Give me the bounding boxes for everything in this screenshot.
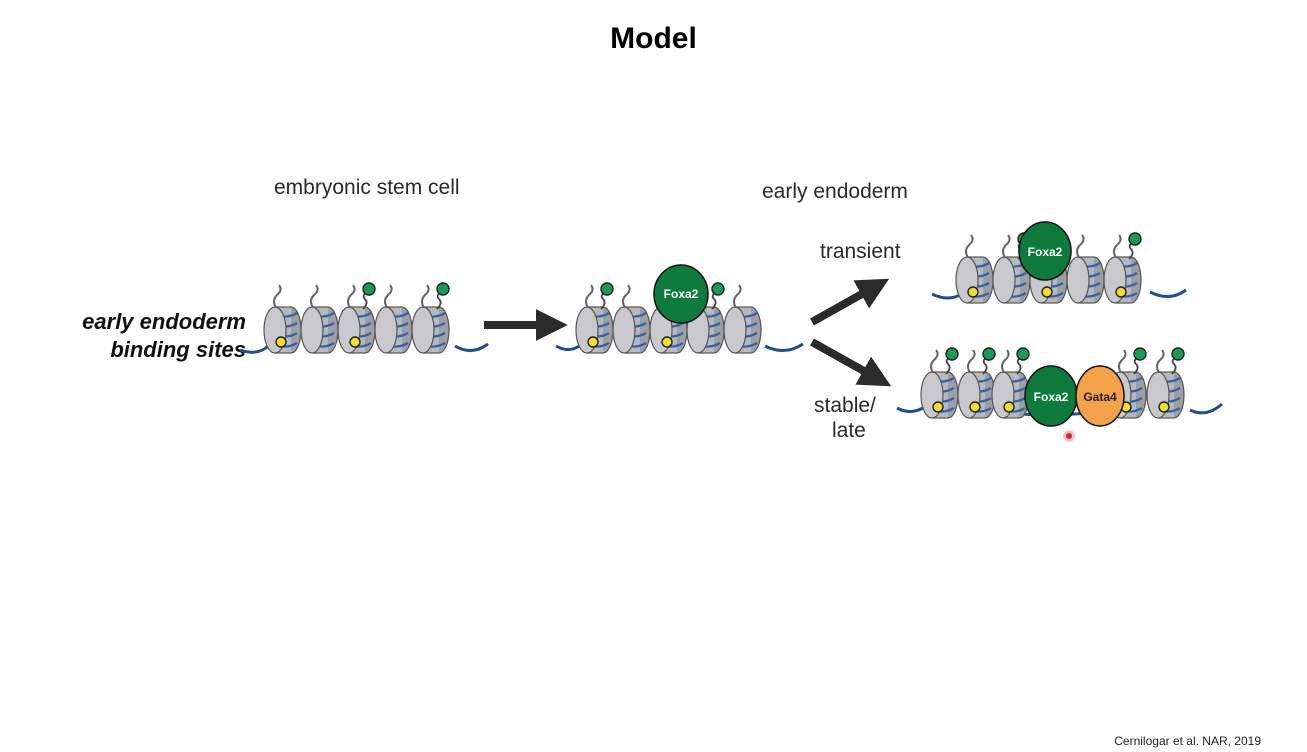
yellow-mark bbox=[1115, 286, 1127, 298]
page-title: Model bbox=[610, 22, 697, 55]
nucleosome bbox=[1066, 234, 1105, 304]
foxa2-protein-stable: Foxa2 bbox=[1024, 365, 1078, 427]
yellow-mark bbox=[969, 401, 981, 413]
foxa2-label-endoderm: Foxa2 bbox=[664, 287, 699, 301]
nucleosome bbox=[612, 284, 651, 354]
nucleosome bbox=[723, 284, 762, 354]
dna-strand bbox=[239, 342, 489, 354]
stage-label-endoderm: early endoderm bbox=[762, 180, 908, 203]
nucleosome bbox=[991, 347, 1030, 419]
yellow-mark bbox=[275, 336, 287, 348]
nucleosome bbox=[957, 347, 996, 419]
foxa2-protein-endoderm: Foxa2 bbox=[653, 264, 709, 324]
nucleosome bbox=[686, 282, 725, 354]
yellow-mark bbox=[967, 286, 979, 298]
side-label-binding-sites: early endoderm binding sites bbox=[40, 308, 246, 364]
green-mark bbox=[362, 282, 376, 296]
side-label-line2: binding sites bbox=[110, 337, 246, 362]
nucleosome bbox=[263, 284, 302, 354]
green-mark bbox=[982, 347, 996, 361]
foxa2-label-transient: Foxa2 bbox=[1028, 245, 1063, 259]
yellow-mark bbox=[1158, 401, 1170, 413]
arrow-to-stable bbox=[810, 338, 892, 387]
green-mark bbox=[1171, 347, 1185, 361]
yellow-mark bbox=[932, 401, 944, 413]
nucleosome bbox=[300, 284, 339, 354]
green-mark bbox=[945, 347, 959, 361]
green-mark bbox=[600, 282, 614, 296]
green-mark bbox=[1128, 232, 1142, 246]
nucleosome-array-esc bbox=[239, 282, 489, 354]
nucleosome bbox=[1103, 232, 1142, 304]
nucleosome-array-transient bbox=[931, 232, 1187, 304]
nucleosome bbox=[374, 284, 413, 354]
stage-label-esc: embryonic stem cell bbox=[274, 176, 460, 199]
nucleosome bbox=[337, 282, 376, 354]
laser-pointer-dot bbox=[1063, 430, 1075, 442]
green-mark bbox=[1016, 347, 1030, 361]
nucleosome bbox=[1146, 347, 1185, 419]
yellow-mark bbox=[587, 336, 599, 348]
branch-label-stable: stable/ bbox=[814, 394, 876, 417]
arrow-to-transient bbox=[810, 278, 890, 326]
yellow-mark bbox=[349, 336, 361, 348]
green-mark bbox=[1133, 347, 1147, 361]
branch-label-late: late bbox=[832, 419, 866, 442]
nucleosome bbox=[920, 347, 959, 419]
gata4-protein-stable: Gata4 bbox=[1075, 365, 1125, 427]
green-mark bbox=[711, 282, 725, 296]
branch-label-transient: transient bbox=[820, 240, 901, 263]
nucleosome bbox=[411, 282, 450, 354]
foxa2-label-stable: Foxa2 bbox=[1034, 390, 1069, 404]
nucleosome bbox=[575, 282, 614, 354]
green-mark bbox=[436, 282, 450, 296]
yellow-mark bbox=[1041, 286, 1053, 298]
yellow-mark bbox=[1003, 401, 1015, 413]
citation: Cernilogar et al. NAR, 2019 bbox=[1114, 734, 1261, 748]
foxa2-protein-transient: Foxa2 bbox=[1018, 221, 1072, 281]
side-label-line1: early endoderm bbox=[82, 309, 246, 334]
yellow-mark bbox=[661, 336, 673, 348]
gata4-label-stable: Gata4 bbox=[1083, 390, 1117, 404]
nucleosome bbox=[955, 234, 994, 304]
nucleosome-array-endoderm bbox=[555, 282, 804, 354]
